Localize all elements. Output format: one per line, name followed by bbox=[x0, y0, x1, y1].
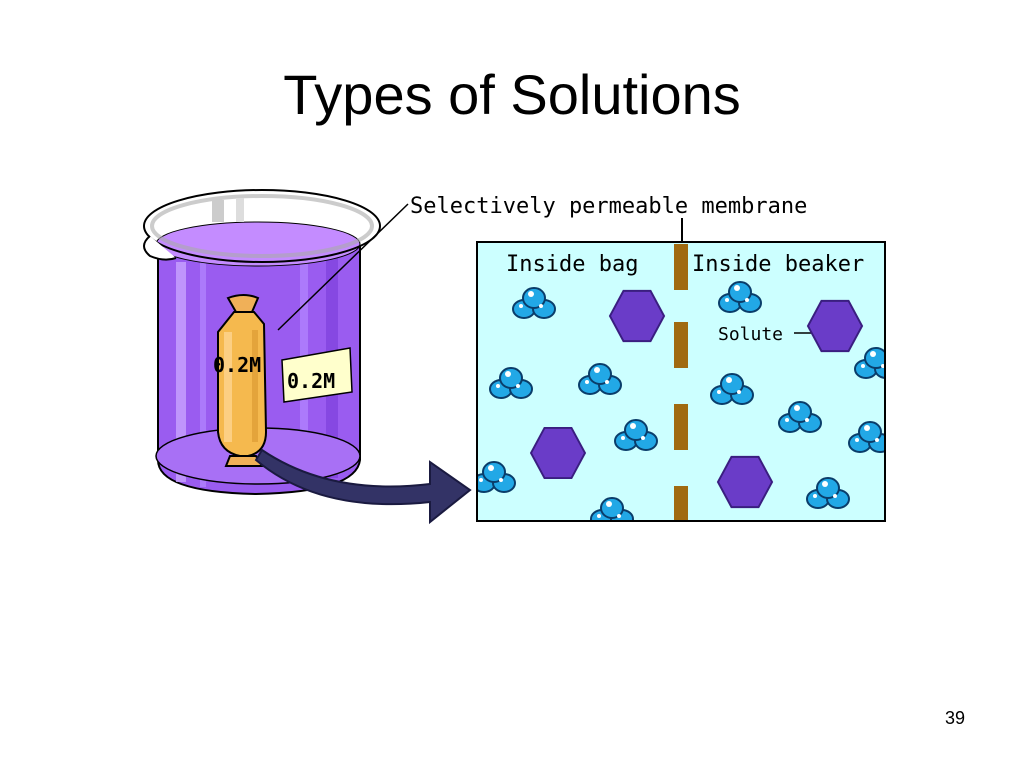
beaker-concentration-tag: 0.2M bbox=[281, 347, 353, 403]
membrane-pointer-line bbox=[277, 203, 409, 331]
solute-label: Solute bbox=[718, 324, 783, 345]
membrane-label: Selectively permeable membrane bbox=[410, 194, 807, 219]
slide-title: Types of Solutions bbox=[283, 63, 741, 126]
page-number: 39 bbox=[944, 708, 966, 728]
inside-beaker-label: Inside beaker bbox=[692, 252, 864, 277]
bag-concentration-label: 0.2M bbox=[213, 353, 261, 377]
dialysis-bag: 0.2M bbox=[213, 294, 268, 467]
membrane-line bbox=[674, 244, 688, 520]
zoom-panel: Inside bag Inside beaker Solute bbox=[476, 241, 886, 522]
inside-bag-label: Inside bag bbox=[506, 252, 638, 277]
beaker-concentration-label: 0.2M bbox=[287, 369, 335, 393]
beaker-rim bbox=[143, 189, 381, 263]
zoom-arrow bbox=[254, 448, 472, 525]
